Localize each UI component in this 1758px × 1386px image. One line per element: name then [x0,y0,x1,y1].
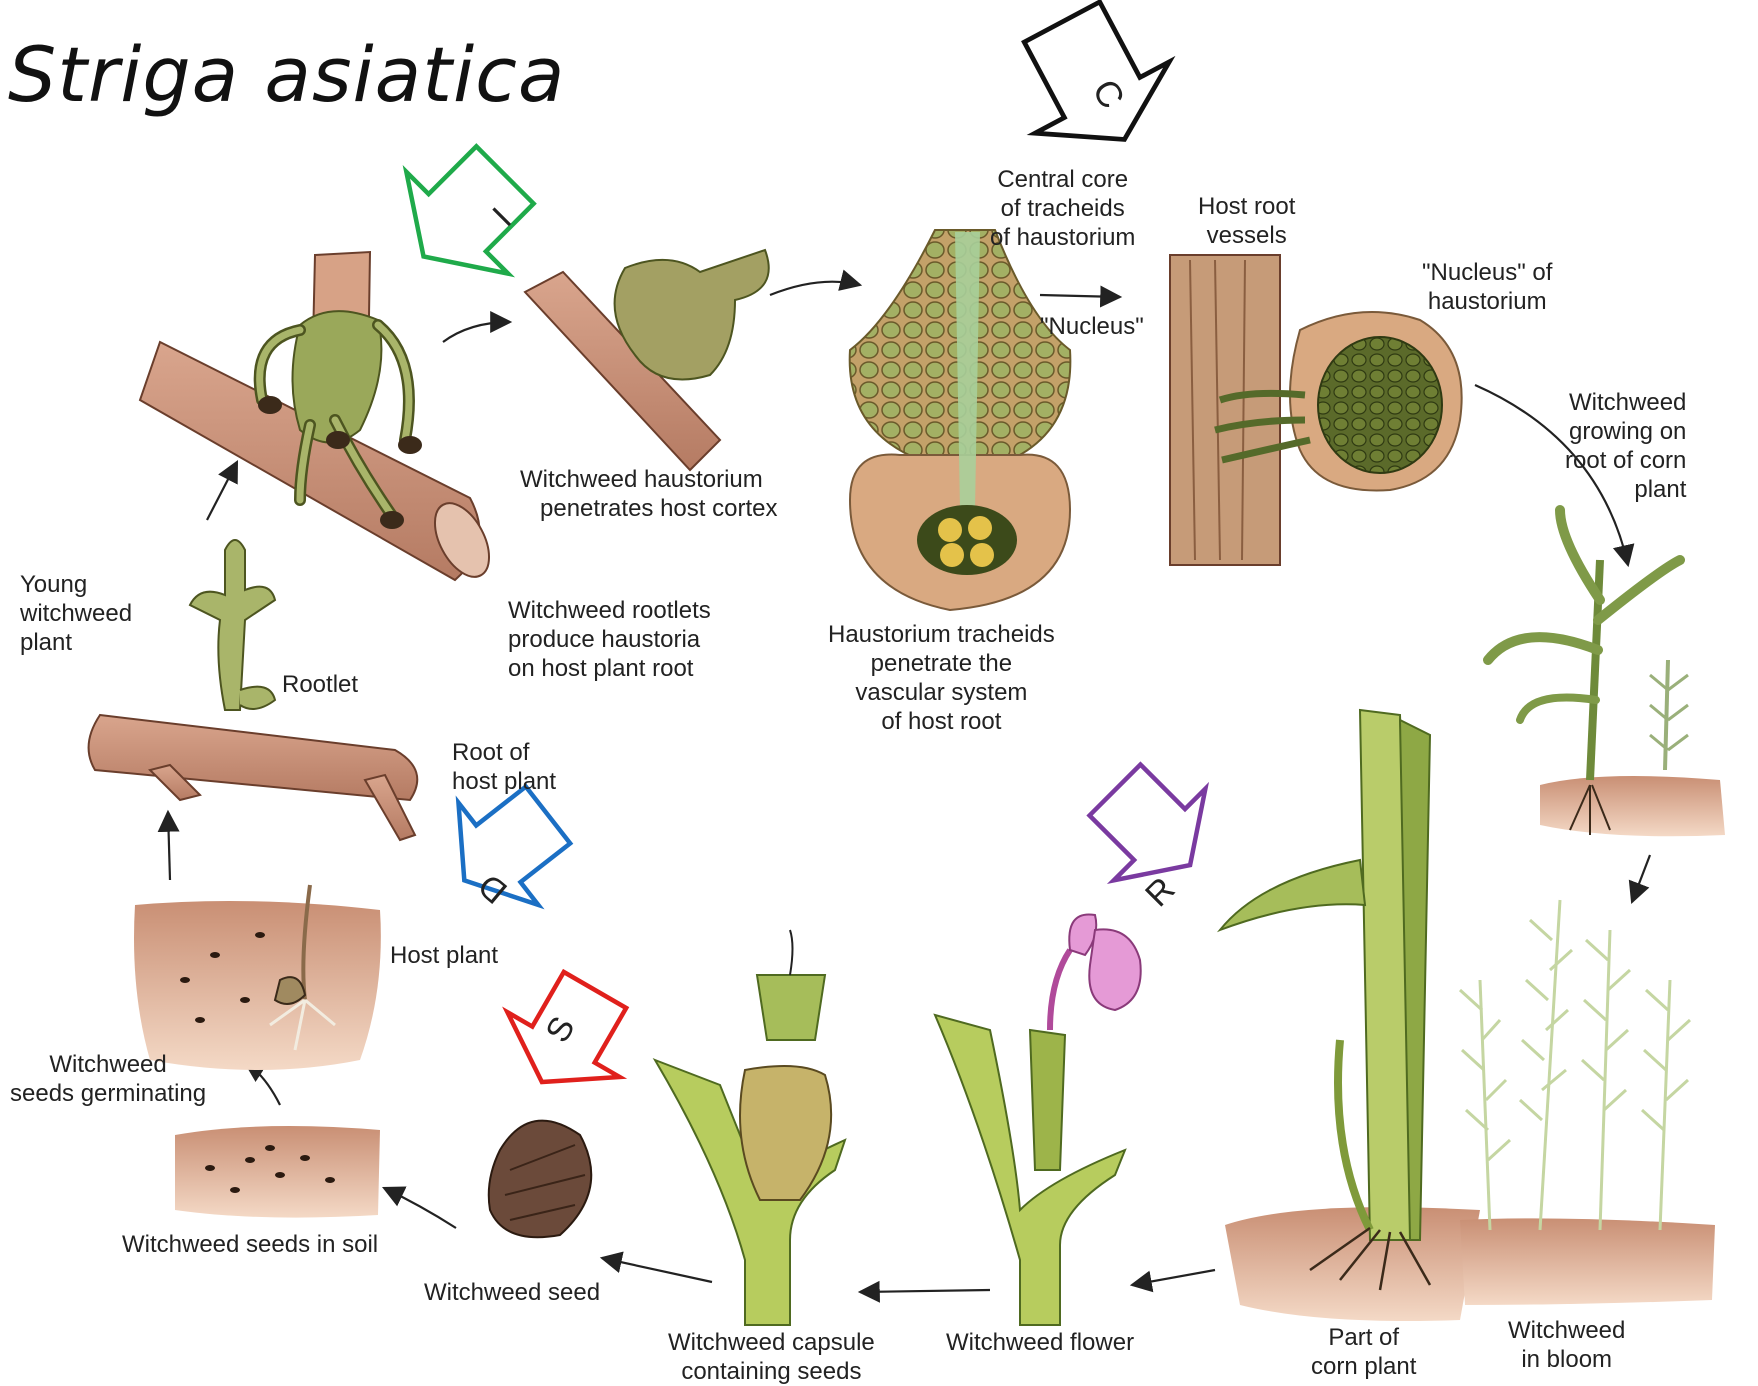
label-seeds-in-soil: Witchweed seeds in soil [122,1230,378,1259]
cycle-arrow [384,1188,456,1228]
haustorium-nucleus-in-host-root [1170,255,1462,565]
marker-arrow-R: R [1069,744,1236,914]
label-haustorium-penetrates: Witchweed haustorium penetrates host cor… [520,465,777,523]
seeds-germinating [134,885,381,1070]
young-witchweed-on-host-root [89,540,418,840]
label-capsule: Witchweed capsule containing seeds [668,1328,875,1386]
label-rootlet: Rootlet [282,670,358,699]
label-nucleus: "Nucleus" [1040,312,1144,341]
marker-letter-R: R [1138,870,1182,914]
marker-arrow-C: C [995,0,1192,175]
witchweed-seed-illustration [489,1121,592,1238]
cycle-arrow [1132,1270,1215,1285]
marker-arrow-S: S [486,958,651,1115]
label-seed: Witchweed seed [424,1278,600,1307]
cycle-arrow [1632,855,1650,902]
label-host-root-vessels: Host root vessels [1198,192,1295,250]
haustorium-penetrating-cortex [525,250,769,470]
rootlets-on-host-root [140,252,500,586]
label-central-core: Central core of tracheids of haustorium [990,165,1135,252]
cycle-arrow [770,282,860,295]
cycle-arrow [443,322,510,342]
cycle-arrow [168,812,170,880]
cycle-arrow [207,462,237,520]
diagram-title: Striga asiatica [8,30,566,119]
label-young-plant: Young witchweed plant [20,570,132,657]
label-rootlets-produce: Witchweed rootlets produce haustoria on … [508,596,711,683]
cycle-arrow [1040,295,1120,297]
label-growing-on-root: Witchweed growing on root of corn plant [1565,388,1686,504]
label-root-of-host: Root of host plant [452,738,556,796]
marker-arrow-I: I [373,124,556,307]
cycle-arrow [860,1290,990,1292]
witchweed-capsule [655,930,845,1325]
label-in-bloom: Witchweed in bloom [1508,1316,1625,1374]
seeds-in-soil [175,1126,380,1218]
label-nucleus-of-haustorium: "Nucleus" of haustorium [1422,258,1552,316]
label-corn-plant: Part of corn plant [1311,1323,1416,1381]
haustorium-cross-section [850,230,1071,610]
label-tracheids-penetrate: Haustorium tracheids penetrate the vascu… [828,620,1055,736]
witchweed-on-corn-root [1488,510,1725,836]
label-flower: Witchweed flower [946,1328,1134,1357]
label-host-plant: Host plant [390,941,498,970]
cycle-arrow [602,1258,712,1282]
label-seeds-germinating: Witchweed seeds germinating [10,1050,206,1108]
witchweed-flower [935,914,1141,1325]
